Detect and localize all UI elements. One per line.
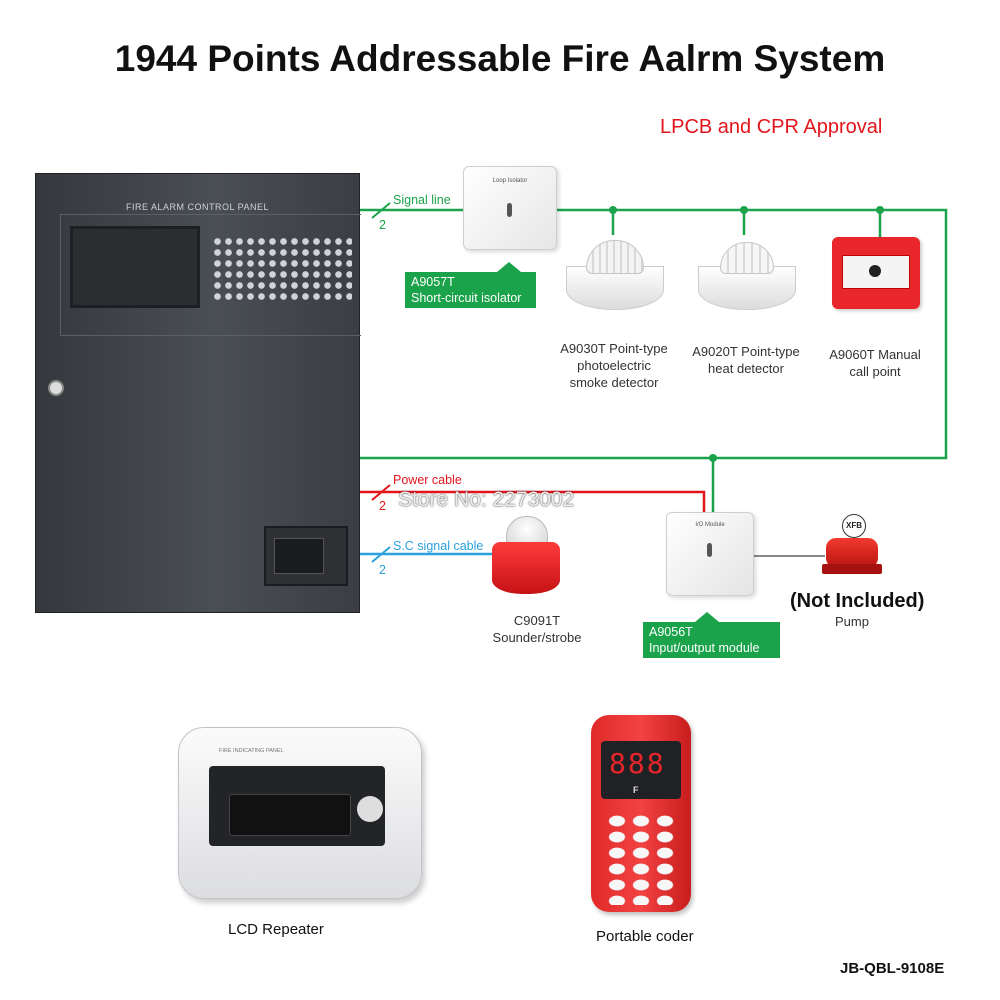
heat-caption-line1: A9020T Point-type (692, 344, 800, 359)
sounder-caption-line2: Sounder/strobe (492, 630, 582, 645)
io-module-arrow (695, 612, 719, 622)
smoke-detector-caption: A9030T Point-type photoelectric smoke de… (548, 340, 680, 391)
fire-alarm-control-panel: FIRE ALARM CONTROL PANEL (35, 173, 361, 613)
power-cable-wire (360, 490, 706, 512)
model-number: JB-QBL-9108E (840, 960, 945, 977)
pump-caption: Pump (835, 614, 869, 629)
sounder-caption-line1: C9091T (513, 613, 561, 628)
isolator-arrow (497, 262, 521, 272)
call-point-caption: A9060T Manual call point (815, 346, 935, 380)
panel-keypad (212, 236, 352, 300)
panel-lcd-screen (70, 226, 200, 308)
junction-dots (609, 206, 884, 462)
signal-line-label: Signal line (393, 193, 451, 207)
heat-caption-line2: heat detector (708, 361, 784, 376)
call-point-caption-line2: call point (849, 364, 901, 379)
smoke-caption-line1: A9030T Point-type (560, 341, 668, 356)
call-point-caption-line1: A9060T Manual (829, 347, 921, 362)
isolator-name: Short-circuit isolator (411, 291, 522, 305)
coder-brand: F (633, 785, 639, 795)
io-module-model: A9056T (649, 625, 693, 639)
pump-image: XFB (822, 514, 882, 584)
signal-line-count: 2 (379, 218, 386, 232)
store-watermark: Store No: 2273002 (398, 488, 575, 511)
smoke-caption-line2: photoelectric (577, 358, 651, 373)
coder-display: 888 (609, 747, 666, 780)
coder-caption: Portable coder (596, 928, 694, 945)
isolator-model: A9057T (411, 275, 455, 289)
lcd-repeater: FIRE INDICATING PANEL (178, 727, 422, 899)
panel-lock-icon (48, 380, 64, 396)
panel-printer (264, 526, 348, 586)
repeater-device-text: FIRE INDICATING PANEL (219, 748, 284, 754)
sounder-strobe (490, 516, 562, 594)
sc-signal-cable-label: S.C signal cable (393, 539, 484, 553)
signal-loop-wire (360, 208, 948, 512)
portable-coder: 888 F (591, 715, 691, 912)
page-title: 1944 Points Addressable Fire Aalrm Syste… (114, 38, 886, 79)
heat-detector-caption: A9020T Point-type heat detector (680, 343, 812, 377)
isolator-device-text: Loop Isolator (492, 178, 528, 184)
panel-label: FIRE ALARM CONTROL PANEL (125, 202, 270, 212)
heat-detector (698, 236, 796, 310)
pump-badge: XFB (842, 514, 866, 538)
io-module-caption: A9056T Input/output module (643, 622, 780, 658)
smoke-caption-line3: smoke detector (569, 375, 659, 390)
isolator-device: Loop Isolator (463, 166, 557, 250)
manual-call-point (832, 237, 920, 309)
repeater-caption: LCD Repeater (228, 921, 324, 938)
power-cable-label: Power cable (393, 473, 462, 487)
io-module-name: Input/output module (649, 641, 760, 655)
approval-note: LPCB and CPR Approval (660, 116, 883, 138)
io-module-device: I/O Module (666, 512, 754, 596)
smoke-detector (566, 236, 664, 310)
pump-not-included-note: (Not Included) (790, 590, 925, 612)
sounder-caption: C9091T Sounder/strobe (470, 612, 604, 646)
io-module-device-text: I/O Module (695, 522, 725, 528)
isolator-caption: A9057T Short-circuit isolator (405, 272, 536, 308)
sc-signal-cable-count: 2 (379, 563, 386, 577)
power-cable-count: 2 (379, 499, 386, 513)
